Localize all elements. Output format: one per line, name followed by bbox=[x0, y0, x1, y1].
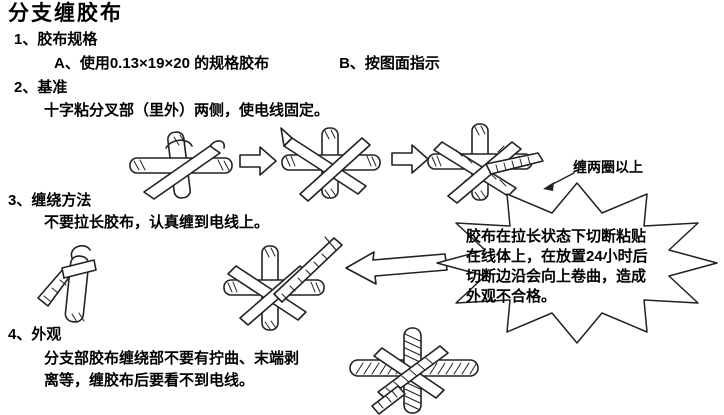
warning-callout-text: 胶布在拉长状态下切断粘贴在线体上，在放置24小时后切断边沿会向上卷曲，造成外观不… bbox=[466, 228, 648, 305]
section3-body: 不要拉长胶布，认真缠到电线上。 bbox=[44, 214, 270, 231]
section3-heading: 3、缠绕方法 bbox=[8, 192, 92, 209]
section1-body: A、使用0.13×19×20 的规格胶布 B、按图面指示 bbox=[54, 55, 440, 74]
spec-item-b: B、按图面指示 bbox=[339, 55, 440, 72]
page-title: 分支缠胶布 bbox=[8, 2, 123, 25]
wrap-two-turns-note: 缠两圈以上 bbox=[573, 159, 643, 175]
step1-illustration bbox=[129, 131, 233, 200]
step2-illustration bbox=[280, 127, 381, 202]
callout-arrow-left-icon bbox=[345, 251, 448, 285]
section2-body: 十字粘分叉部（里外）两侧，使电线固定。 bbox=[44, 102, 330, 119]
arrow-right-icon bbox=[391, 144, 429, 174]
cut-tape-illustration bbox=[223, 236, 343, 331]
arrow-right-icon bbox=[239, 146, 277, 176]
final-wrapped-illustration bbox=[349, 327, 479, 415]
section4-heading: 4、外观 bbox=[8, 326, 62, 343]
section2-heading: 2、基准 bbox=[14, 79, 68, 96]
step3-illustration bbox=[427, 123, 544, 204]
wrap-pointer-arrow-icon bbox=[543, 172, 575, 191]
starburst-callout bbox=[436, 182, 718, 344]
section1-heading: 1、胶布规格 bbox=[14, 31, 98, 48]
spec-item-a: A、使用0.13×19×20 的规格胶布 bbox=[54, 55, 270, 72]
section4-body: 分支部胶布缠绕部不要有拧曲、末端剥离等，缠胶布后要看不到电线。 bbox=[44, 350, 300, 389]
pull-tape-illustration bbox=[37, 245, 97, 323]
